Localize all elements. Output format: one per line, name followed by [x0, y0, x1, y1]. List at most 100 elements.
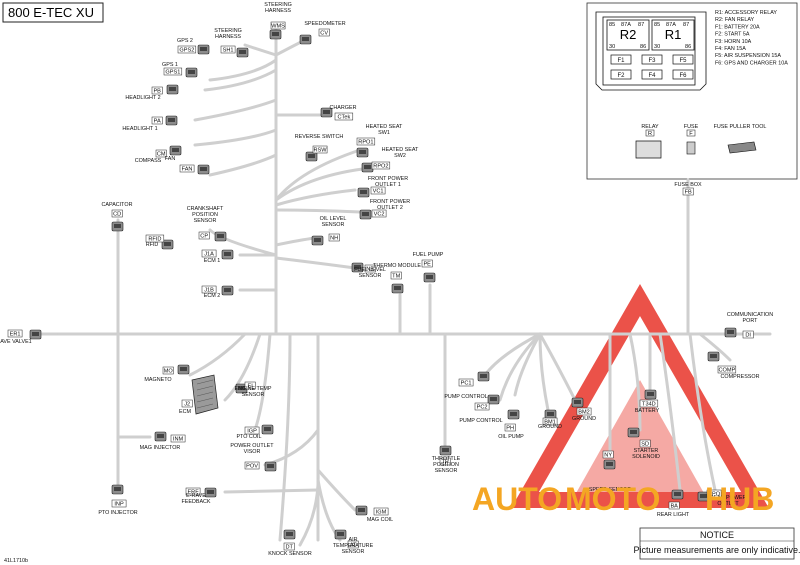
watermark-text: AUTO MOTO HUB: [472, 481, 774, 517]
watermark-word-moto: MOTO: [565, 481, 660, 517]
relay-legend-item: F5: AIR SUSPENSION 15A: [715, 53, 781, 59]
connector-code: INP: [114, 502, 124, 508]
relay-pin: 85: [609, 22, 615, 28]
connector-code-box: [151, 86, 163, 95]
connector-code-box: [162, 366, 174, 375]
connector-code-box: [283, 542, 295, 551]
svg-text:F: F: [689, 131, 693, 137]
connector-code: POV: [246, 464, 258, 470]
connector-code: VC2: [374, 212, 385, 218]
relay-legend-item: R2: FAN RELAY: [715, 17, 755, 23]
connector-code-box: [421, 259, 433, 268]
component-label: GROUND: [538, 424, 562, 430]
connector-code-box: [170, 434, 186, 443]
component-pto-injector: INP PTO INJECTOR: [98, 484, 138, 516]
connector-code-box: [364, 264, 376, 273]
connector-code: CTek: [338, 115, 351, 121]
connector-code-box: [717, 365, 737, 374]
connector-code: RSW: [314, 148, 328, 154]
relay-part-icon: [635, 140, 662, 159]
component-label: REVERSE SWITCH: [295, 134, 344, 140]
connector-code: MO: [164, 369, 174, 375]
connector-code-box: [151, 116, 163, 125]
connector-code-box: [111, 209, 123, 218]
connector-code: INM: [173, 437, 184, 443]
fuse-part-icon: [686, 141, 696, 155]
connector-code: FB: [685, 190, 692, 196]
connector-code: J2: [184, 402, 190, 408]
fuse-f4: F4: [641, 69, 663, 80]
connector-code-box: [356, 137, 376, 146]
notice-box: [639, 527, 795, 560]
component-label: ECM 2: [204, 293, 220, 299]
connector-code-box: [177, 45, 197, 54]
connector-code-box: [370, 186, 386, 195]
component-label: COMPRESSOR: [721, 374, 760, 380]
figure-id: 41L1710b: [4, 558, 28, 564]
connector-code: SH1: [223, 48, 234, 54]
relay-pin: 87A: [621, 22, 631, 28]
connector-code: CP: [200, 234, 208, 240]
fuse-puller-icon: [727, 141, 757, 154]
component-label: PTO INJECTOR: [98, 510, 137, 516]
relay-pin: 30: [609, 44, 615, 50]
relay-pin: 87A: [666, 22, 676, 28]
component-label: GPS 2: [177, 38, 193, 44]
connector-code-box: [220, 45, 236, 54]
connector-code-box: [371, 209, 387, 218]
connector-code: NY: [604, 453, 612, 459]
fuse-f3: F3: [641, 54, 663, 65]
fuse-part: FUSE F: [684, 124, 699, 155]
connector-code-box: [198, 231, 210, 240]
relay-name: R1: [665, 27, 682, 42]
component-label: GROUND: [572, 416, 596, 422]
notice-text: Picture measurements are only indicative…: [633, 545, 800, 555]
component-label: REAR LIGHT: [657, 512, 690, 518]
connector-code-box: [318, 28, 330, 37]
component-label: THERMO MODULE: [373, 263, 421, 269]
connector-code-box: [576, 407, 592, 416]
connector-code-box: [244, 461, 260, 470]
component-rave-valve1: ER1RAVE VALVE1: [0, 329, 42, 345]
ecm-module-icon: [191, 374, 219, 415]
connector-code: BM1: [544, 420, 556, 426]
connector-code-box: [179, 164, 195, 173]
component-label: FUEL PUMP: [413, 252, 444, 258]
connector-code-box: [328, 233, 340, 242]
relay-pin: 86: [685, 44, 691, 50]
relay-pin: 87: [683, 22, 689, 28]
relay-legend-item: F4: FAN 15A: [715, 46, 746, 52]
connector-code: CD: [113, 212, 121, 218]
connector-code: AT: [350, 543, 357, 549]
connector-code: GPS1: [165, 70, 180, 76]
relay-pin: 85: [654, 22, 660, 28]
component-label: RFID: [146, 242, 159, 248]
component-label: MAG COIL: [367, 517, 393, 523]
component-label: BATTERY: [635, 408, 660, 414]
component-label: PUMP CONTROL: [459, 418, 502, 424]
